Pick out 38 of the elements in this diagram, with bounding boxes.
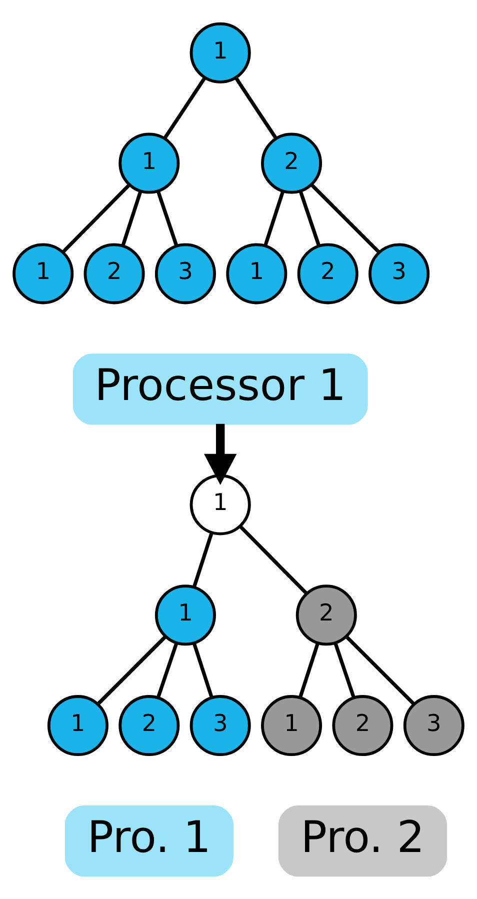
node-circle: 2 — [118, 695, 180, 756]
connector — [156, 190, 178, 247]
node-circle: 2 — [297, 243, 358, 304]
connector — [298, 642, 320, 698]
node-circle: 1 — [190, 22, 251, 84]
connector — [163, 76, 206, 140]
node-box: Processor 1 — [72, 354, 368, 425]
connector — [121, 190, 142, 246]
node-circle: 3 — [154, 243, 216, 304]
node-circle: 3 — [368, 243, 430, 304]
node-circle: 1 — [118, 132, 180, 194]
connector — [334, 642, 356, 698]
node-circle: 1 — [47, 695, 108, 756]
node-circle: 1 — [226, 243, 288, 304]
node-circle: 1 — [154, 584, 216, 646]
node-circle: 1 — [12, 243, 74, 304]
node-circle: 3 — [190, 695, 251, 756]
node-circle: 2 — [332, 695, 394, 756]
node-box: Pro. 2 — [278, 805, 447, 877]
connector — [62, 184, 130, 254]
node-circle: 3 — [403, 695, 464, 756]
connector — [239, 525, 308, 595]
connector — [310, 184, 380, 254]
connector — [234, 76, 278, 140]
connector — [96, 636, 167, 706]
node-circle: 1 — [261, 695, 322, 756]
connector — [156, 642, 178, 698]
connector — [192, 642, 214, 698]
node-circle: 2 — [296, 584, 357, 646]
node-circle: 2 — [84, 243, 145, 304]
node-circle: 2 — [261, 132, 322, 194]
node-box: Pro. 1 — [64, 805, 234, 877]
connector — [192, 532, 214, 588]
connector — [264, 190, 285, 246]
connector — [345, 636, 416, 706]
node-circle: 1 — [190, 474, 251, 536]
connector — [298, 190, 321, 247]
arrow — [204, 424, 237, 485]
